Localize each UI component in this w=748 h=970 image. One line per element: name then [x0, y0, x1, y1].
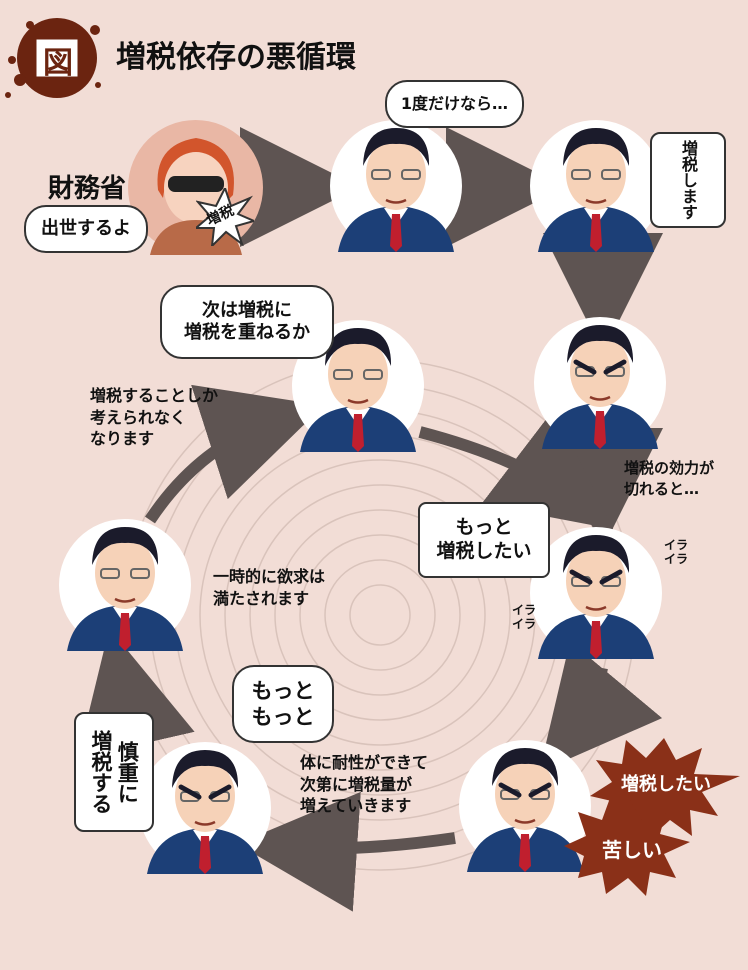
burst-suffer: [564, 798, 690, 896]
bubble-more-more: もっと もっと: [232, 665, 334, 743]
arrow-to-suffer: [539, 641, 663, 772]
arrow-to-irritated: [418, 408, 614, 530]
bubble-once: 1度だけなら…: [385, 80, 524, 128]
note-effect-wears: 増税の効力が 切れると…: [624, 459, 715, 498]
page-title: 増税依存の悪循環: [116, 40, 356, 75]
ministry-speech: 出世するよ: [24, 205, 148, 253]
note-ira-1: イラ イラ: [664, 538, 689, 567]
burst-want-tax-text: 増税したい: [621, 774, 711, 795]
arrow-to-careful: [237, 791, 456, 912]
bubble-more-tax: もっと 増税したい: [418, 502, 550, 578]
badge-splat: [5, 18, 101, 98]
note-tolerance: 体に耐性ができて 次第に増税量が 増えていきます: [300, 753, 429, 816]
badge-label: 図: [43, 46, 73, 81]
note-temporary: 一時的に欲求は 満たされます: [213, 567, 326, 608]
note-ira-2: イラ イラ: [512, 603, 537, 632]
bubble-next: 次は増税に 増税を重ねるか: [160, 285, 334, 359]
bubble-do-tax: 増税します: [650, 132, 726, 228]
ministry-label: 財務省: [48, 174, 127, 204]
tag-burst: [196, 188, 254, 246]
note-only-think: 増税することしか 考えられなく なります: [90, 386, 219, 449]
arrow-to-next: [145, 384, 324, 524]
bubble-careful: 慎重に 増税する: [74, 712, 154, 832]
burst-suffer-text: 苦しい: [602, 838, 662, 862]
